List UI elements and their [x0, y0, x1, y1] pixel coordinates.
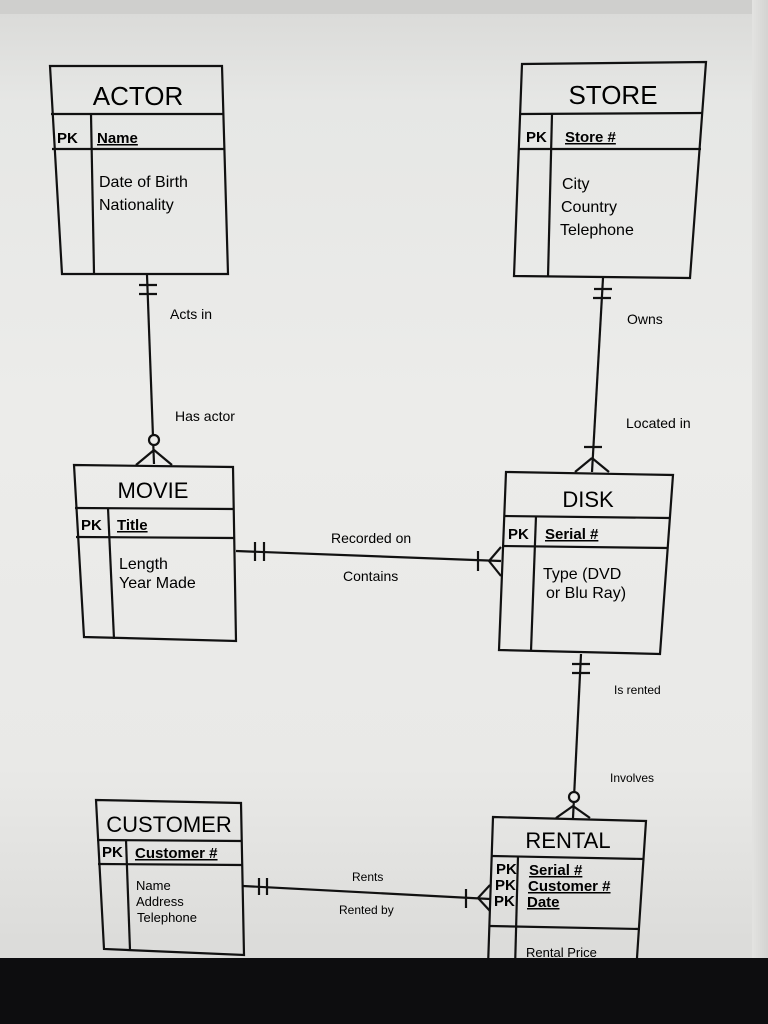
rental-pk-label: PK [496, 861, 517, 878]
movie-pk-label: PK [81, 517, 102, 534]
store-attribute: City [562, 176, 590, 193]
customer-attribute: Address [136, 894, 184, 909]
relationship-line-actor-movie [135, 274, 173, 466]
disk-pk-label: PK [508, 526, 529, 543]
monitor-bottom-bezel [0, 958, 768, 1024]
disk-key-attribute: Serial # [545, 526, 599, 543]
relationship-line-disk-rental [555, 653, 591, 819]
customer-title: CUSTOMER [106, 812, 232, 837]
relationship-line-movie-disk [235, 542, 502, 577]
relationship-label-rented-by: Rented by [339, 903, 394, 917]
entity-disk[interactable] [497, 470, 675, 656]
movie-attribute: Length [119, 556, 168, 573]
store-pk-label: PK [526, 129, 547, 146]
relationship-label-contains: Contains [343, 568, 398, 584]
customer-key-attribute: Customer # [135, 845, 218, 862]
disk-title: DISK [562, 487, 614, 512]
entity-actor[interactable] [48, 64, 230, 276]
relationship-line-store-disk [574, 277, 612, 473]
store-attribute: Telephone [560, 222, 634, 239]
customer-pk-label: PK [102, 844, 123, 861]
movie-attribute: Year Made [119, 575, 196, 592]
relationship-label-acts-in: Acts in [170, 306, 212, 322]
actor-title: ACTOR [93, 81, 184, 111]
monitor-right-edge [752, 0, 768, 958]
rental-key-attribute: Serial # [529, 862, 583, 879]
relationship-label-recorded-on: Recorded on [331, 530, 411, 546]
relationship-line-customer-rental [242, 878, 491, 912]
store-key-attribute: Store # [565, 129, 617, 146]
actor-key-attribute: Name [97, 130, 138, 147]
rental-title: RENTAL [525, 828, 610, 853]
actor-attribute: Nationality [99, 197, 174, 214]
relationship-label-is-rented: Is rented [614, 683, 661, 697]
rental-key-attribute: Customer # [528, 878, 611, 895]
relationship-label-located-in: Located in [626, 415, 691, 431]
customer-attribute: Telephone [137, 910, 197, 925]
relationship-label-has-actor: Has actor [175, 408, 235, 424]
movie-title: MOVIE [118, 478, 189, 503]
store-title: STORE [568, 80, 657, 110]
actor-attribute: Date of Birth [99, 174, 188, 191]
photo-top-edge [0, 0, 768, 14]
rental-pk-label: PK [494, 893, 515, 910]
rental-attribute: Rental Price [526, 945, 597, 960]
rental-key-attribute: Date [527, 894, 560, 911]
entity-customer[interactable] [94, 798, 246, 957]
disk-attribute: Type (DVD [543, 566, 621, 583]
actor-pk-label: PK [57, 130, 78, 147]
relationship-label-involves: Involves [610, 771, 654, 785]
disk-attribute: or Blu Ray) [546, 585, 626, 602]
customer-attribute: Name [136, 878, 171, 893]
store-attribute: Country [561, 199, 617, 216]
rental-pk-label: PK [495, 877, 516, 894]
relationship-label-owns: Owns [627, 311, 663, 327]
entity-movie[interactable] [72, 463, 238, 643]
relationship-label-rents: Rents [352, 870, 383, 884]
entity-store[interactable] [512, 60, 708, 280]
movie-key-attribute: Title [117, 517, 148, 534]
